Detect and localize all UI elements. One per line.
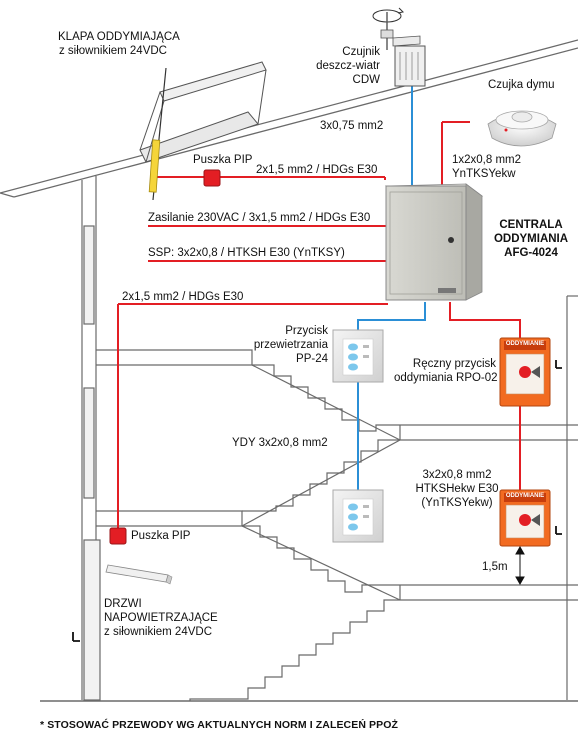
junction-box-bottom-label: Puszka PIP xyxy=(131,530,191,542)
rain-wind-sensor-label-line1: Czujnik xyxy=(342,46,380,58)
power-supply-label: Zasilanie 230VAC / 3x1,5 mm2 / HDGs E30 xyxy=(148,212,371,224)
detector-cable-label: 1x2x0,8 mm2 YnTKSYekw xyxy=(452,153,521,181)
smoke-detector xyxy=(487,110,557,147)
detector-cable-label-line2: YnTKSYekw xyxy=(452,168,516,180)
footnote: * STOSOWAĆ PRZEWODY WG AKTUALNYCH NORM I… xyxy=(40,719,399,731)
rain-wind-sensor-label-line2: deszcz-wiatr xyxy=(316,60,380,72)
junction-box-pip-bottom xyxy=(109,527,127,545)
sensor-cable-label: 3x0,75 mm2 xyxy=(320,120,384,132)
vent-cable-label: 2x1,5 mm2 / HDGs E30 xyxy=(256,164,378,176)
controller-label-line3: AFG-4024 xyxy=(504,247,558,259)
rpo-cable-label-line3: (YnTKSYekw) xyxy=(421,497,493,509)
building-walls xyxy=(40,176,578,702)
manual-call-point-upper-plate: ODDYMIANIE xyxy=(505,341,545,347)
manual-call-point-label-line2: oddymiania RPO-02 xyxy=(394,372,498,384)
rpo-cable-label-line1: 3x2x0,8 mm2 xyxy=(422,469,492,481)
vent-button-pp24-upper xyxy=(332,329,384,383)
rpo-cable-label-line2: HTKSHekw E30 xyxy=(415,483,499,495)
manual-call-point-upper xyxy=(499,337,551,407)
ssp-label: SSP: 3x2x0,8 / HTKSH E30 (YnTKSY) xyxy=(148,247,345,259)
rain-wind-sensor xyxy=(372,7,426,87)
red-cables xyxy=(117,121,521,530)
floors-and-stairs xyxy=(96,349,578,701)
manual-call-point-lower xyxy=(499,489,551,547)
roof-vent-label-line1: KLAPA ODDYMIAJĄCA xyxy=(58,31,180,43)
rain-wind-sensor-label: Czujnik deszcz-wiatr CDW xyxy=(300,45,380,87)
roof-vent-label-line2: z siłownikiem 24VDC xyxy=(58,45,167,57)
detector-cable-label-line1: 1x2x0,8 mm2 xyxy=(452,154,522,166)
junction-box-pip-top xyxy=(203,169,221,187)
vent-button-label-line2: przewietrzania xyxy=(253,339,328,351)
control-cabinet xyxy=(384,183,484,301)
door-label-line1: DRZWI xyxy=(104,598,142,610)
height-dimension xyxy=(515,545,525,586)
controller-label-line1: CENTRALA xyxy=(499,219,563,231)
rpo-cable-label: 3x2x0,8 mm2 HTKSHekw E30 (YnTKSYekw) xyxy=(405,468,509,510)
manual-call-point-lower-plate: ODDYMIANIE xyxy=(505,493,545,499)
vent-button-pp24-lower xyxy=(332,489,384,543)
manual-call-point-label-line1: Ręczny przycisk xyxy=(412,358,496,370)
smoke-detector-label: Czujka dymu xyxy=(488,79,555,91)
door-label: DRZWI NAPOWIETRZAJĄCE z siłownikiem 24VD… xyxy=(104,597,218,639)
height-label: 1,5m xyxy=(482,561,508,573)
controller-label: CENTRALA ODDYMIANIA AFG-4024 xyxy=(488,218,574,260)
vent-button-label-line1: Przycisk xyxy=(285,325,328,337)
junction-box-top-label: Puszka PIP xyxy=(193,154,253,166)
roof-vent-label: KLAPA ODDYMIAJĄCA z siłownikiem 24VDC xyxy=(58,30,180,58)
rain-wind-sensor-label-line3: CDW xyxy=(352,74,380,86)
blue-cables xyxy=(357,85,426,500)
door-cable-label: 2x1,5 mm2 / HDGs E30 xyxy=(122,291,244,303)
door-actuator xyxy=(105,564,173,585)
door-label-line3: z siłownikiem 24VDC xyxy=(104,626,213,638)
vent-button-label-line3: PP-24 xyxy=(296,353,328,365)
vent-button-label: Przycisk przewietrzania PP-24 xyxy=(236,324,328,366)
manual-call-point-label: Ręczny przycisk oddymiania RPO-02 xyxy=(394,357,498,385)
roof-vent xyxy=(139,61,267,201)
controller-label-line2: ODDYMIANIA xyxy=(493,233,569,245)
ydy-cable-label: YDY 3x2x0,8 mm2 xyxy=(232,437,328,449)
door-label-line2: NAPOWIETRZAJĄCE xyxy=(104,612,218,624)
roof xyxy=(0,39,578,198)
